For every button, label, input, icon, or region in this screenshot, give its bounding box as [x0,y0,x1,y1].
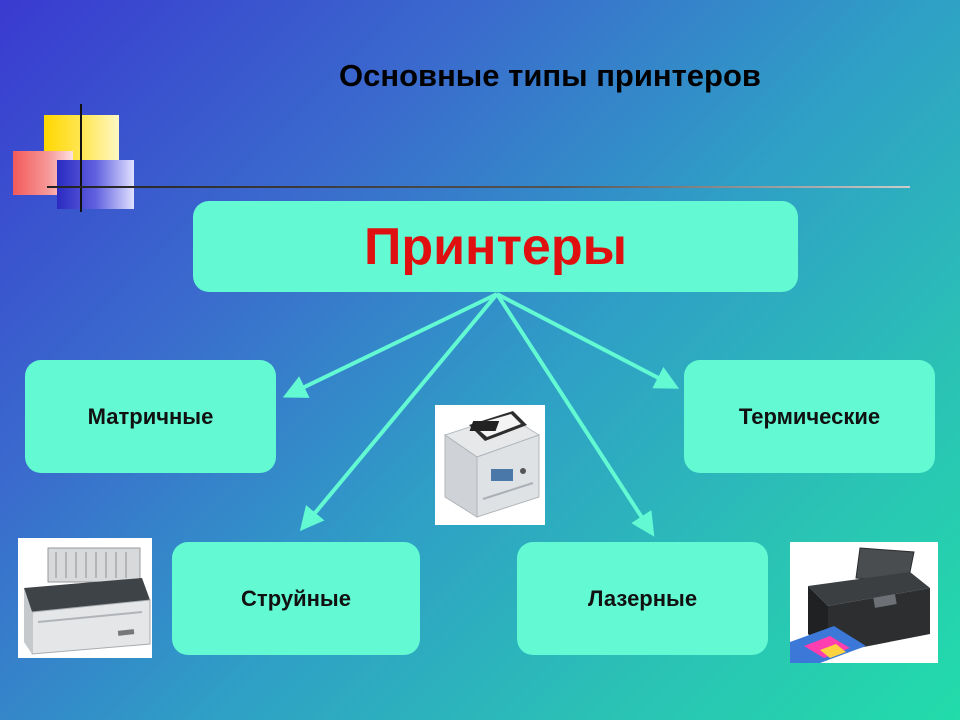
node-thermal: Термические [684,360,935,473]
title-underline [47,186,910,188]
arrow-to-laser [495,292,655,537]
node-inkjet-label: Струйные [241,585,351,611]
root-node-label: Принтеры [363,217,628,276]
slide-title: Основные типы принтеров [339,58,761,93]
node-laser: Лазерные [517,542,768,655]
node-inkjet: Струйные [172,542,420,655]
dot-matrix-printer-image [18,538,152,658]
inkjet-printer-image [790,542,938,663]
node-matrix: Матричные [25,360,276,473]
decor-vertical-line [80,104,82,212]
root-node: Принтеры [193,201,798,292]
arrow-to-matrix [282,292,498,398]
decor-blue-square [57,160,134,209]
arrow-to-inkjet [299,292,499,532]
arrow-to-thermal [496,292,680,389]
node-matrix-label: Матричные [87,403,214,429]
node-laser-label: Лазерные [587,585,698,611]
laser-printer-image [435,405,545,525]
node-thermal-label: Термические [738,403,881,429]
